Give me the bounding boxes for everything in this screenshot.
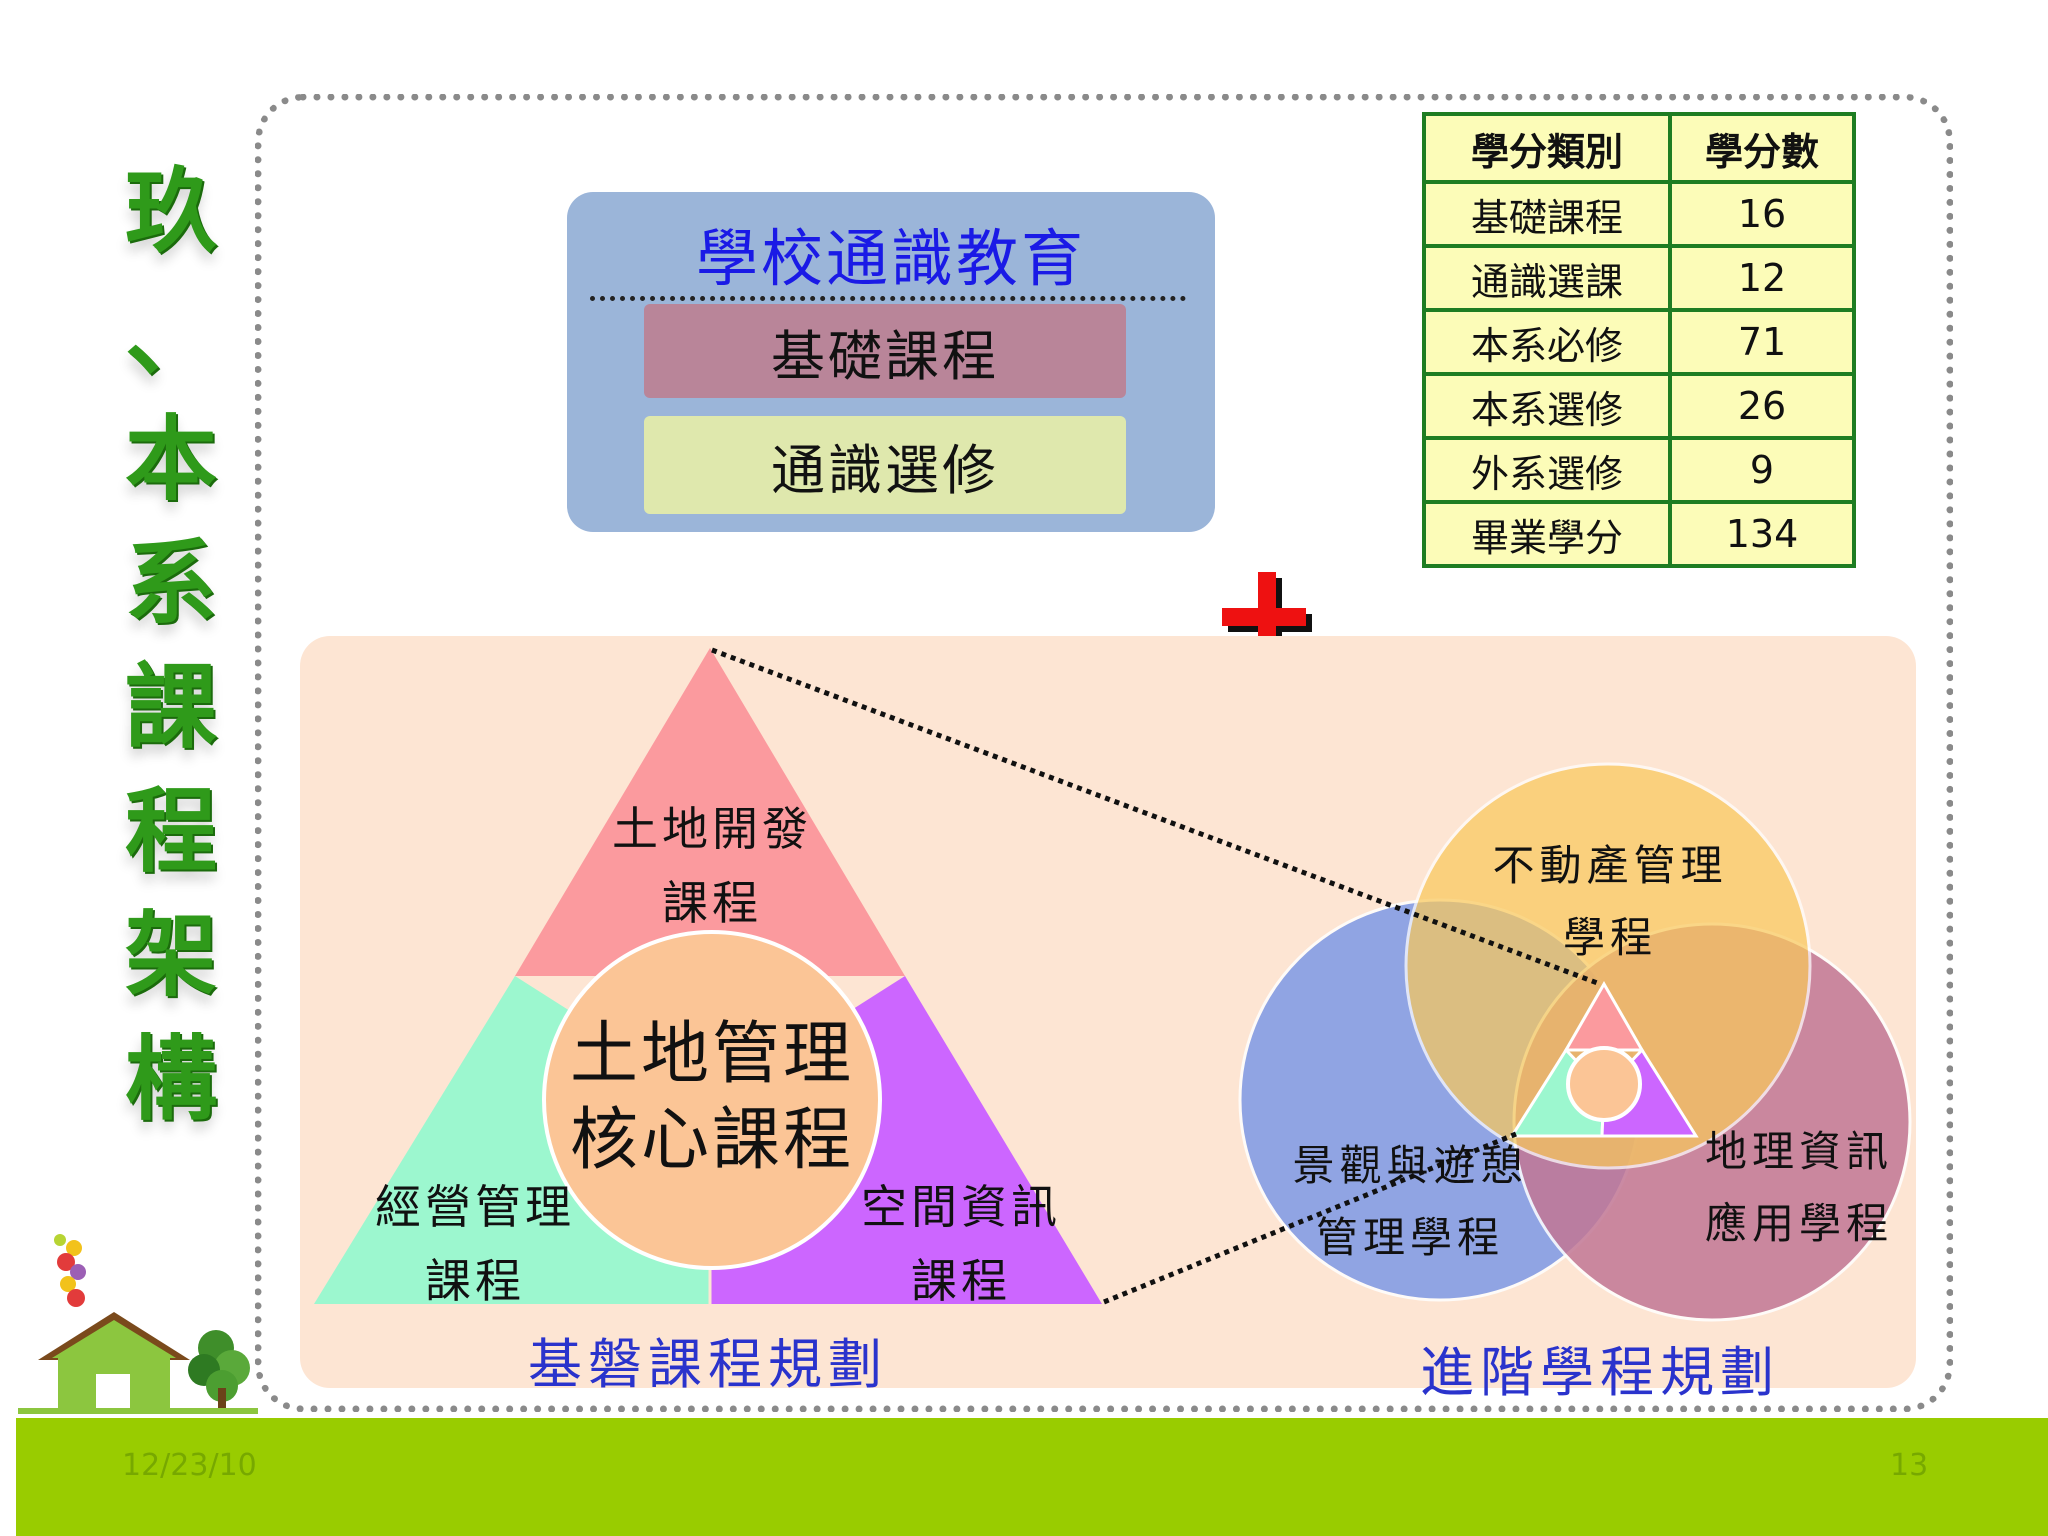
- connector-line-top: [711, 647, 1601, 987]
- table-row: 外系選修 9: [1422, 436, 1856, 504]
- label-line: 管理學程: [1315, 1213, 1504, 1262]
- table-row: 本系選修 26: [1422, 372, 1856, 440]
- title-char: 系: [124, 530, 217, 637]
- header-category: 學分類別: [1422, 112, 1672, 184]
- table-header-row: 學分類別 學分數: [1422, 112, 1856, 184]
- label-line: 應用學程: [1704, 1199, 1893, 1248]
- dotted-divider: [590, 296, 1186, 301]
- cell-category: 本系必修: [1422, 308, 1672, 376]
- cell-credits: 9: [1668, 436, 1856, 504]
- label-line: 學程: [1562, 913, 1657, 962]
- advanced-caption: 進階學程規劃: [1420, 1341, 1780, 1404]
- triangle-top-section: [515, 648, 905, 976]
- basic-courses-bar: 基礎課程: [644, 304, 1126, 398]
- cell-category: 基礎課程: [1422, 180, 1672, 248]
- cell-credits: 134: [1668, 500, 1856, 568]
- label-line: 課程: [911, 1254, 1011, 1308]
- land-development-label: 土地開發 課程: [580, 792, 844, 940]
- label-line: 課程: [425, 1254, 525, 1308]
- cell-credits: 71: [1668, 308, 1856, 376]
- label-line: 地理資訊: [1704, 1127, 1893, 1176]
- title-char: 構: [124, 1026, 217, 1133]
- business-management-label: 經營管理 課程: [340, 1170, 610, 1318]
- landscape-recreation-label: 景觀與遊憩 管理學程: [1270, 1130, 1550, 1274]
- title-char: 、: [124, 282, 217, 389]
- foundation-caption: 基磐課程規劃: [528, 1333, 888, 1396]
- spatial-information-label: 空間資訊 課程: [826, 1170, 1096, 1318]
- real-estate-program-label: 不動產管理 學程: [1460, 830, 1760, 974]
- cell-credits: 26: [1668, 372, 1856, 440]
- title-char: 課: [124, 654, 217, 761]
- footer-bar: [16, 1418, 2048, 1536]
- general-elective-bar: 通識選修: [644, 416, 1126, 514]
- plus-icon: [1222, 572, 1312, 664]
- title-char: 架: [124, 902, 217, 1009]
- footer-date: 12/23/10: [122, 1448, 257, 1483]
- mini-core-circle: [1566, 1046, 1642, 1122]
- table-row: 通識選課 12: [1422, 244, 1856, 312]
- label-line: 核心課程: [569, 1101, 854, 1180]
- label-line: 不動產管理: [1492, 841, 1728, 890]
- content-frame: [255, 94, 1953, 1412]
- credit-table: 學分類別 學分數 基礎課程 16 通識選課 12 本系必修 71 本系選修 26…: [1422, 112, 1856, 568]
- label-line: 課程: [662, 876, 762, 930]
- title-char: 玖: [124, 158, 217, 265]
- cell-credits: 16: [1668, 180, 1856, 248]
- cell-category: 本系選修: [1422, 372, 1672, 440]
- house-tree-icon: [18, 1234, 258, 1414]
- cell-category: 外系選修: [1422, 436, 1672, 504]
- cell-category: 通識選課: [1422, 244, 1672, 312]
- label-line: 土地管理: [569, 1015, 854, 1094]
- label-line: 經營管理: [375, 1180, 575, 1234]
- label-line: 空間資訊: [861, 1180, 1061, 1234]
- title-char: 程: [124, 778, 217, 885]
- table-row: 基礎課程 16: [1422, 180, 1856, 248]
- connector-line-bottom: [1103, 1131, 1517, 1305]
- general-education-title: 學校通識教育: [695, 222, 1086, 295]
- title-char: 本: [124, 406, 217, 513]
- table-row: 本系必修 71: [1422, 308, 1856, 376]
- cell-credits: 12: [1668, 244, 1856, 312]
- slide-title: 玖 、 本 系 課 程 架 構: [116, 150, 226, 1142]
- cell-category: 畢業學分: [1422, 500, 1672, 568]
- venn-top-circle: [1404, 762, 1812, 1170]
- core-courses-label: 土地管理 核心課程: [552, 1012, 872, 1184]
- core-circle: [542, 930, 882, 1270]
- slide-number: 13: [1890, 1448, 1929, 1483]
- label-line: 土地開發: [612, 802, 812, 856]
- table-row: 畢業學分 134: [1422, 500, 1856, 568]
- label-line: 景觀與遊憩: [1292, 1141, 1528, 1190]
- header-credits: 學分數: [1668, 112, 1856, 184]
- gis-program-label: 地理資訊 應用學程: [1684, 1116, 1914, 1260]
